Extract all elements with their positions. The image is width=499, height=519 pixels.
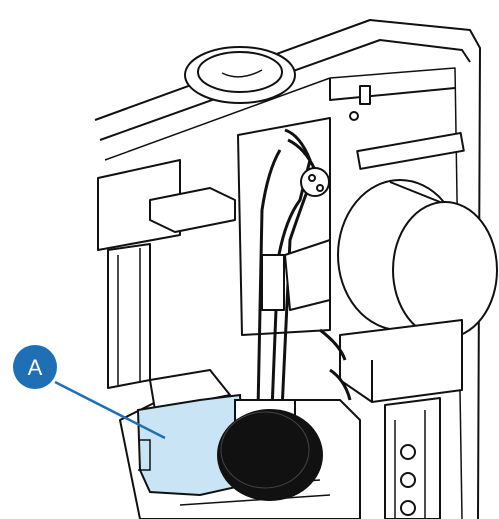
left-post-inner [117, 248, 141, 385]
highlighted-component [136, 393, 247, 497]
callout-a-badge [13, 345, 57, 389]
lower-right-box [339, 319, 463, 403]
connector-ring [300, 167, 330, 197]
top-clip [359, 85, 371, 105]
wire-2 [256, 149, 282, 411]
wire-1 [270, 128, 312, 411]
wire-right [319, 328, 352, 401]
top-knob-inner [197, 51, 283, 93]
rear-plate [329, 78, 456, 101]
cylinder-body-top [389, 181, 441, 203]
terminal-screw-3 [400, 500, 416, 516]
terminal-strip-lines [394, 410, 426, 519]
left-vertical-post [107, 243, 151, 389]
left-frame-top [97, 159, 181, 251]
callout-a: A [13, 345, 57, 389]
relay-block [284, 239, 331, 311]
cylinder-front [392, 201, 498, 339]
connector-hole-2 [316, 184, 324, 192]
left-bracket-lower [149, 369, 231, 411]
connector-hole-1 [308, 174, 316, 182]
left-frame-bracket [149, 187, 236, 233]
terminal-screw-1 [400, 444, 416, 460]
callout-leader-line [54, 380, 166, 440]
terminal-screw-2 [400, 472, 416, 488]
enclosure-top-edge [94, 19, 481, 519]
callout-a-label: A [28, 355, 43, 380]
relay-side [261, 254, 285, 311]
highlighted-component-detail [138, 439, 151, 471]
sensor-disc-highlight [220, 411, 310, 489]
screw-top [349, 111, 359, 121]
top-knob-detail [221, 69, 263, 78]
board-tab [356, 131, 465, 170]
